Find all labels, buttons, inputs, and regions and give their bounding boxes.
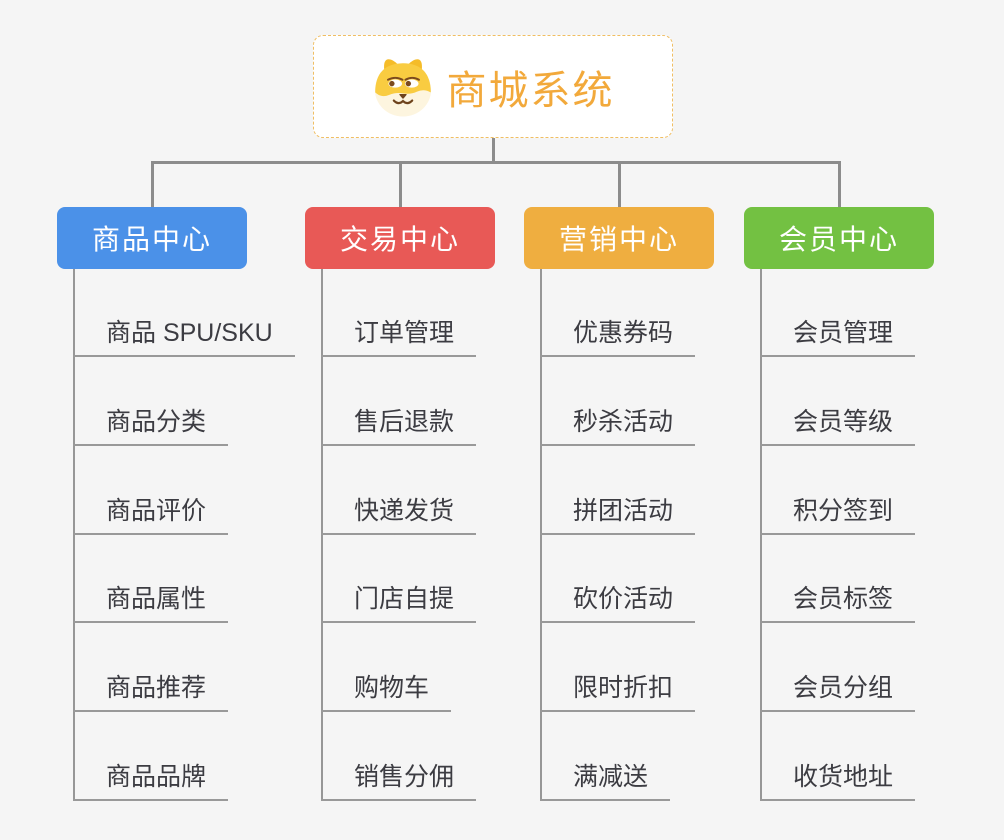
leaf-node[interactable]: 售后退款: [321, 402, 477, 446]
leaf-node[interactable]: 会员管理: [760, 313, 916, 357]
leaf-node[interactable]: 商品 SPU/SKU: [73, 313, 295, 357]
leaf-node[interactable]: 快递发货: [321, 491, 477, 535]
connector-rail: [150, 161, 841, 164]
root-node[interactable]: 商城系统: [313, 35, 673, 138]
leaf-node[interactable]: 会员标签: [760, 579, 916, 624]
leaf-node[interactable]: 砍价活动: [540, 579, 696, 624]
leaf-node[interactable]: 满减送: [540, 757, 671, 801]
branch-node-4[interactable]: 会员中心: [744, 207, 934, 269]
branch-label: 营销中心: [558, 224, 679, 255]
leaf-node[interactable]: 会员分组: [760, 668, 916, 713]
leaf-node[interactable]: 商品推荐: [73, 668, 229, 713]
leaf-node[interactable]: 销售分佣: [321, 757, 477, 801]
leaf-node[interactable]: 商品分类: [73, 402, 229, 446]
branch-node-3[interactable]: 营销中心: [524, 207, 714, 269]
leaf-node[interactable]: 收货地址: [760, 757, 916, 801]
connector-branch-drop: [617, 161, 621, 207]
leaf-node[interactable]: 优惠券码: [540, 313, 696, 357]
root-title: 商城系统: [446, 68, 615, 113]
connector-child-trunk: [760, 269, 762, 801]
branch-node-2[interactable]: 交易中心: [305, 207, 495, 269]
leaf-node[interactable]: 秒杀活动: [540, 402, 696, 446]
connector-branch-drop: [150, 161, 154, 207]
leaf-node[interactable]: 拼团活动: [540, 491, 696, 535]
leaf-node[interactable]: 会员等级: [760, 402, 916, 446]
connector-child-trunk: [321, 269, 323, 801]
connector-child-trunk: [73, 269, 75, 801]
connector-branch-drop: [398, 161, 402, 207]
leaf-node[interactable]: 限时折扣: [540, 668, 696, 713]
branch-label: 交易中心: [339, 224, 460, 255]
leaf-node[interactable]: 商品品牌: [73, 757, 229, 801]
dog-face-icon: [374, 58, 431, 117]
leaf-node[interactable]: 商品评价: [73, 491, 229, 535]
leaf-node[interactable]: 订单管理: [321, 313, 477, 357]
branch-label: 商品中心: [91, 224, 212, 255]
leaf-node[interactable]: 商品属性: [73, 579, 229, 624]
branch-label: 会员中心: [778, 224, 899, 255]
connector-root-stub: [491, 137, 495, 162]
connector-child-trunk: [540, 269, 542, 801]
leaf-node[interactable]: 门店自提: [321, 579, 477, 624]
connector-branch-drop: [837, 161, 841, 207]
leaf-node[interactable]: 购物车: [321, 668, 452, 713]
leaf-node[interactable]: 积分签到: [760, 491, 916, 535]
branch-node-1[interactable]: 商品中心: [57, 207, 247, 269]
